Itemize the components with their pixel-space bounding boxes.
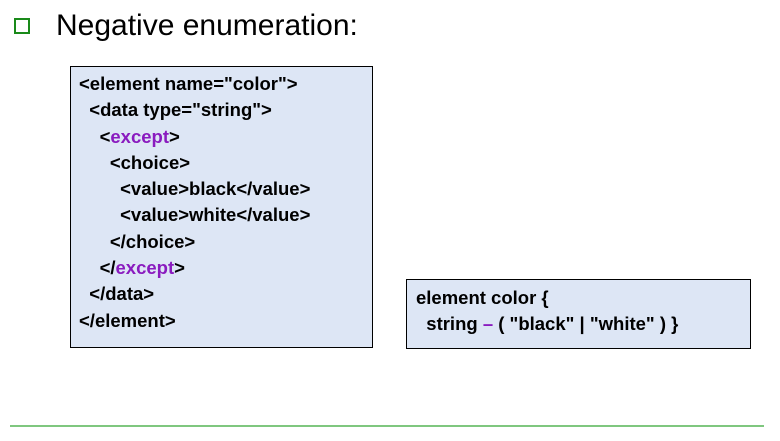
code-text: <data type="string"> (89, 99, 272, 121)
code-text: </element> (79, 309, 176, 331)
code-line: <element name="color"> (79, 71, 372, 97)
code-line: </data> (79, 281, 372, 307)
except-operator: – (482, 313, 494, 334)
code-text: </ (99, 257, 116, 279)
code-text: <value>black</value> (120, 178, 311, 200)
code-text: > (169, 125, 180, 147)
slide-heading: Negative enumeration: (56, 9, 358, 42)
code-line: <value>black</value> (79, 176, 372, 202)
compact-code-line: string – ( "black" | "white" ) } (416, 311, 750, 337)
code-line: </element> (79, 308, 372, 334)
code-text (79, 204, 120, 225)
code-text: <value>white</value> (120, 204, 311, 226)
code-text: > (174, 257, 185, 279)
code-text (79, 257, 100, 278)
except-keyword: except (110, 125, 169, 147)
code-line: </except> (79, 255, 372, 281)
bullet-square-icon (14, 18, 30, 34)
except-keyword: except (115, 257, 175, 279)
compact-code-box: element color { string – ( "black" | "wh… (406, 279, 751, 349)
code-text (79, 152, 110, 173)
code-text (79, 99, 89, 120)
code-line: </choice> (79, 229, 372, 255)
compact-code-line: element color { (416, 287, 549, 308)
xml-code-box: <element name="color"> <data type="strin… (70, 66, 373, 348)
code-text (79, 126, 100, 147)
code-line: <except> (79, 124, 372, 150)
footer-divider (10, 425, 764, 427)
code-text (79, 283, 89, 304)
code-text (79, 178, 120, 199)
code-line: <value>white</value> (79, 202, 372, 228)
code-text: < (99, 125, 111, 147)
code-text: </choice> (109, 230, 196, 252)
code-line: <data type="string"> (79, 97, 372, 123)
code-text: <element name="color"> (79, 73, 298, 94)
code-line: <choice> (79, 150, 372, 176)
code-text: </data> (89, 283, 155, 305)
code-text (79, 231, 110, 252)
code-text: <choice> (109, 151, 191, 173)
compact-code-text: string (416, 313, 483, 334)
compact-code-text: ( "black" | "white" ) } (493, 313, 679, 334)
